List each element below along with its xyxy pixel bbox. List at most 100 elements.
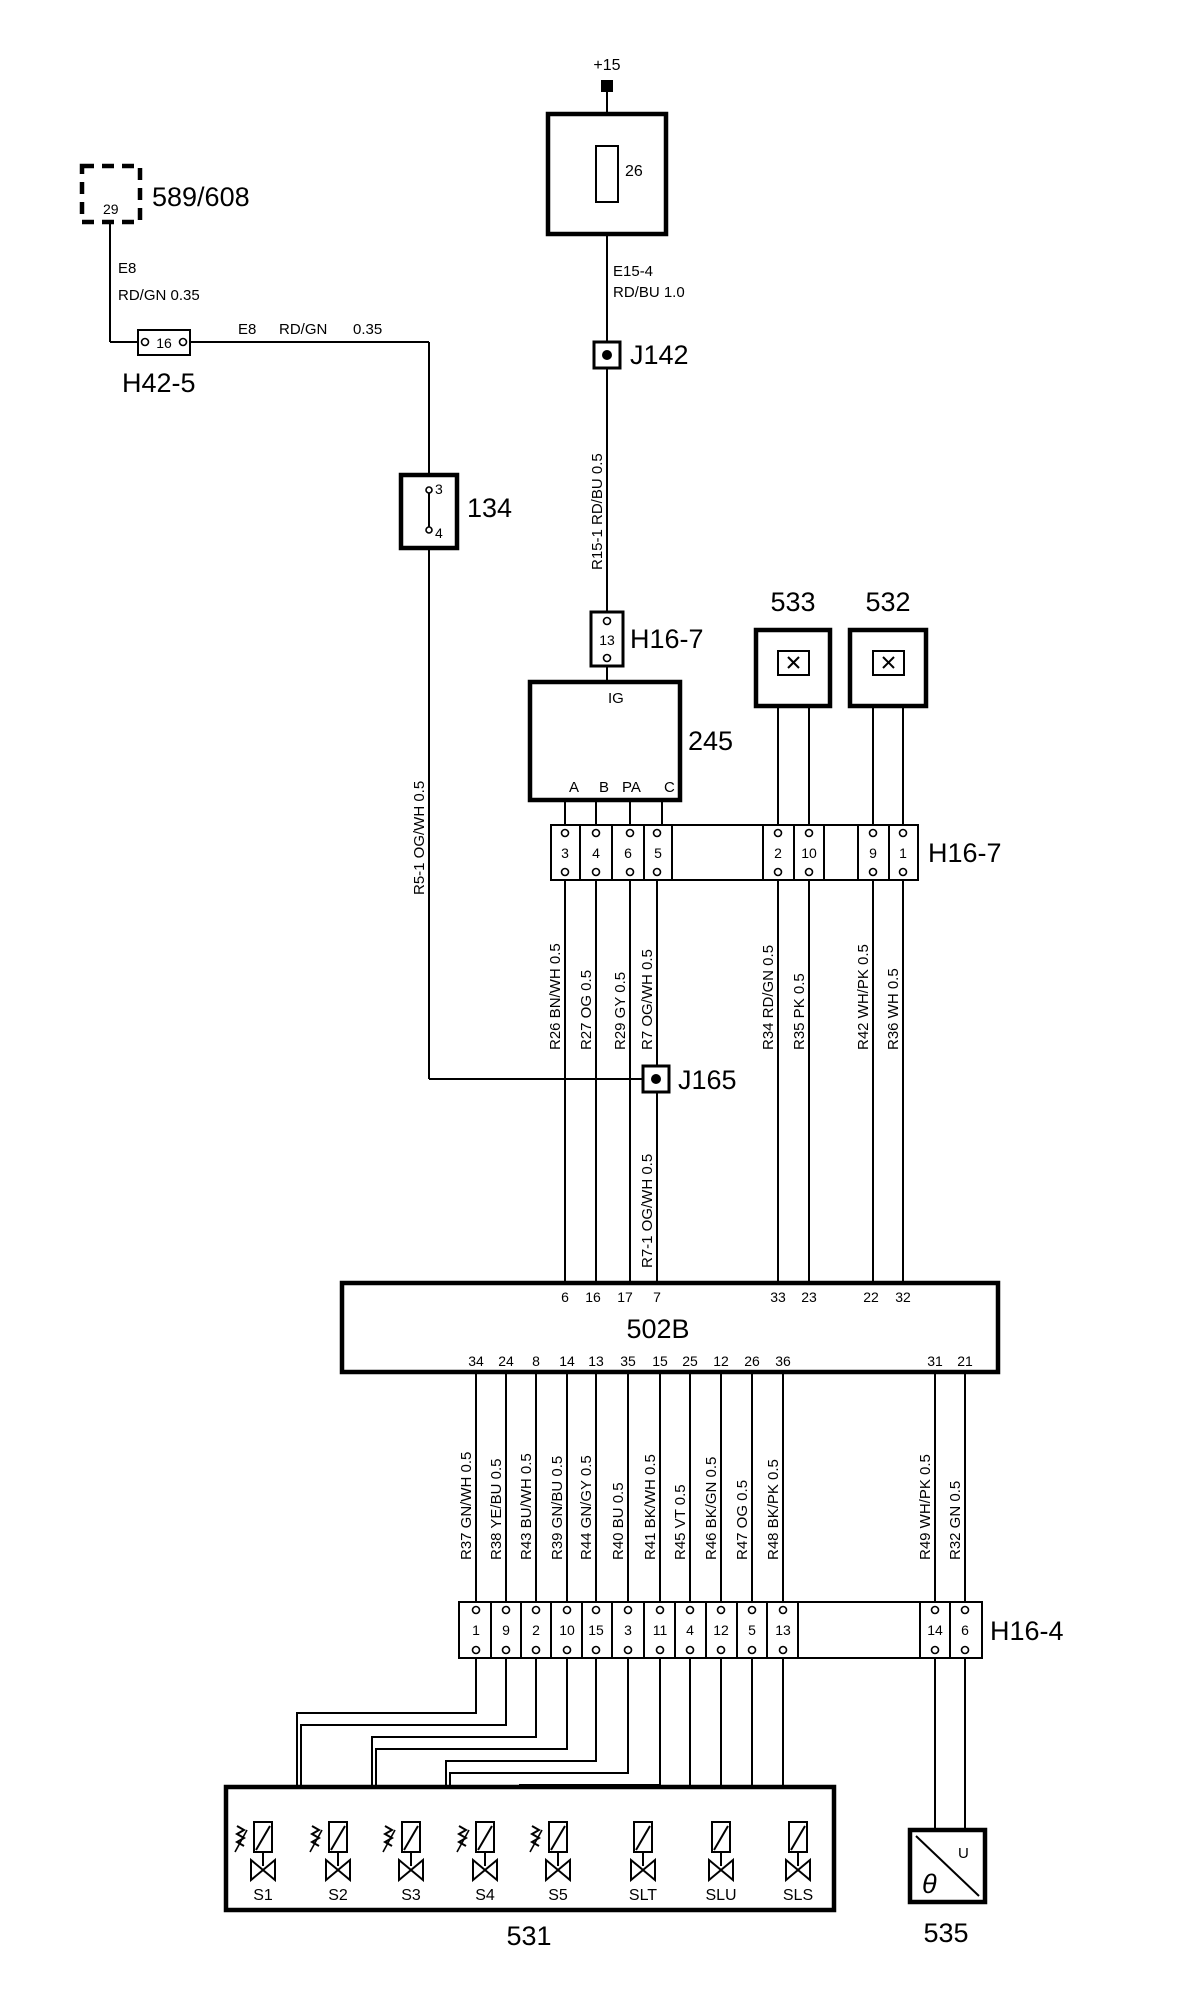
502b-pin-17: 17 (617, 1289, 633, 1305)
h16-4-pin-10: 10 (559, 1622, 575, 1638)
h16-7-pin-10: 10 (801, 845, 817, 861)
switch-134-pin-top: 3 (435, 481, 443, 497)
502b-pin-12: 12 (713, 1353, 729, 1369)
valve-s3-label: S3 (401, 1887, 421, 1904)
wire-e8-horizontal-name: E8 (238, 321, 256, 338)
h16-4-pin-14: 14 (927, 1622, 943, 1638)
wire-r7-label: R7 OG/WH 0.5 (639, 949, 656, 1050)
lamp-533-label: 533 (770, 587, 815, 617)
wire-r40-label: R40 BU 0.5 (610, 1482, 627, 1560)
h16-4-pin-13: 13 (775, 1622, 791, 1638)
module-589-608: 29 589/608 (79, 163, 250, 225)
connector-h16-7-top-pin: 13 (599, 632, 615, 648)
502b-pin-8: 8 (532, 1353, 540, 1369)
wire-e8-vertical-spec: RD/GN 0.35 (118, 287, 200, 304)
ignition-label: IG (608, 690, 624, 707)
h16-4-pin-11: 11 (653, 1622, 668, 1638)
h16-4-pin-9: 9 (502, 1622, 510, 1638)
control-module-top-pins: 6 16 17 7 33 23 22 32 (561, 1289, 911, 1305)
h16-7-pin-4: 4 (592, 845, 600, 861)
h16-7-pin-2: 2 (774, 845, 782, 861)
upper-wire-labels: R26 BN/WH 0.5 R27 OG 0.5 R29 GY 0.5 R7 O… (547, 943, 902, 1050)
wire-r15-1-label: R15-1 RD/BU 0.5 (589, 453, 606, 570)
wire-r37-label: R37 GN/WH 0.5 (458, 1452, 475, 1560)
connector-h16-4: 1 9 2 10 15 3 11 4 12 5 13 14 6 H16-4 (458, 1601, 1064, 1659)
h16-4-pin-15: 15 (588, 1622, 604, 1638)
solenoid-valve-icon (456, 1821, 498, 1883)
valve-s5-label: S5 (548, 1887, 568, 1904)
502b-pin-23: 23 (801, 1289, 817, 1305)
wire-r35-label: R35 PK 0.5 (791, 973, 808, 1050)
connector-h42-5-label: H42-5 (122, 368, 196, 398)
502b-pin-34: 34 (468, 1353, 484, 1369)
ignition-switch: IG A B PA C 245 (527, 679, 733, 803)
wire-r43-label: R43 BU/WH 0.5 (518, 1453, 535, 1560)
wire-r47-label: R47 OG 0.5 (734, 1480, 751, 1560)
wire-r49-label: R49 WH/PK 0.5 (917, 1454, 934, 1560)
502b-pin-6: 6 (561, 1289, 569, 1305)
wire-e8-horizontal-color: RD/GN (279, 321, 327, 338)
connector-h16-7-top-label: H16-7 (630, 624, 704, 654)
h16-4-pin-4: 4 (686, 1622, 694, 1638)
ignition-switch-id: 245 (688, 726, 733, 756)
502b-pin-26: 26 (744, 1353, 760, 1369)
module-589-label: 589/608 (152, 182, 250, 212)
wire-r32-label: R32 GN 0.5 (947, 1481, 964, 1560)
h16-4-pin-3: 3 (624, 1622, 632, 1638)
h16-4-pin-12: 12 (713, 1622, 729, 1638)
switch-134-pin-bottom: 4 (435, 525, 443, 541)
502b-pin-16: 16 (585, 1289, 601, 1305)
wire-r46-label: R46 BK/GN 0.5 (703, 1457, 720, 1560)
wiring (109, 86, 966, 1870)
502b-pin-35: 35 (620, 1353, 636, 1369)
502b-pin-22: 22 (863, 1289, 879, 1305)
solenoid-valve-icon (785, 1821, 811, 1883)
temp-sensor-theta: θ (922, 1869, 937, 1899)
wire-r26-label: R26 BN/WH 0.5 (547, 943, 564, 1050)
lower-wire-labels: R37 GN/WH 0.5 R38 YE/BU 0.5 R43 BU/WH 0.… (458, 1452, 964, 1560)
wire-r27-label: R27 OG 0.5 (578, 970, 595, 1050)
valve-s2-label: S2 (328, 1887, 348, 1904)
h16-7-pin-3: 3 (561, 845, 569, 861)
ignition-contact-pa: PA (622, 779, 641, 796)
502b-pin-33: 33 (770, 1289, 786, 1305)
splice-j165-label: J165 (678, 1065, 737, 1095)
h16-7-pin-6: 6 (624, 845, 632, 861)
solenoid-valve-icon (708, 1821, 734, 1883)
wire-r5-1-label: R5-1 OG/WH 0.5 (411, 781, 428, 895)
502b-pin-24: 24 (498, 1353, 514, 1369)
wire-r45-label: R45 VT 0.5 (672, 1484, 689, 1560)
valve-slu-label: SLU (705, 1887, 736, 1904)
h16-4-pin-5: 5 (748, 1622, 756, 1638)
h16-4-pin-1: 1 (472, 1622, 480, 1638)
502b-pin-13: 13 (588, 1353, 604, 1369)
h16-7-pin-1: 1 (899, 845, 907, 861)
solenoid-valve-icon (382, 1821, 424, 1883)
502b-pin-7: 7 (653, 1289, 661, 1305)
valve-sls-label: SLS (783, 1887, 813, 1904)
connector-h16-4-dots (471, 1605, 970, 1655)
valve-slt-label: SLT (629, 1887, 657, 1904)
connector-h16-7: 3 4 6 5 2 10 9 1 H16-7 (550, 824, 1002, 881)
control-module-502b: 502B 6 16 17 7 33 23 22 32 34 24 8 14 13… (339, 1280, 1001, 1375)
fuse-wire-spec: RD/BU 1.0 (613, 284, 685, 301)
ignition-contact-a: A (569, 779, 579, 796)
502b-pin-32: 32 (895, 1289, 911, 1305)
valve-block-531: S1 S2 S3 S4 S5 SLT SLU SLS 531 (223, 1784, 837, 1951)
h16-7-pin-9: 9 (869, 845, 877, 861)
solenoid-valve-icon (529, 1821, 571, 1883)
wire-r38-label: R38 YE/BU 0.5 (488, 1459, 505, 1560)
switch-134-label: 134 (467, 493, 512, 523)
supply-label: +15 (593, 57, 620, 74)
wire-r36-label: R36 WH 0.5 (885, 968, 902, 1050)
splice-j142-label: J142 (630, 340, 689, 370)
fuse-number: 26 (625, 163, 643, 180)
502b-pin-15: 15 (652, 1353, 668, 1369)
temp-sensor-535: U θ 535 (907, 1827, 988, 1948)
splice-j165: J165 (641, 1064, 737, 1095)
502b-pin-14: 14 (559, 1353, 575, 1369)
lamp-532-label: 532 (865, 587, 910, 617)
lamp-533: 533 (753, 587, 833, 709)
splice-j142: J142 (592, 340, 689, 370)
